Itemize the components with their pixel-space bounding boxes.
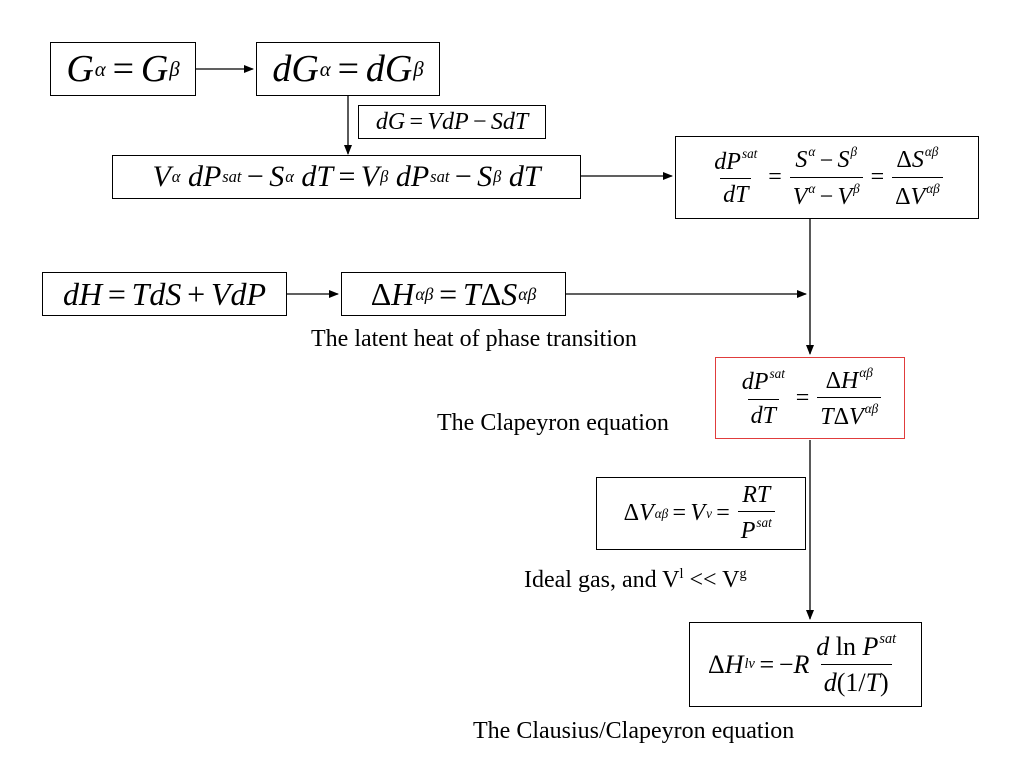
caption-ideal-gas: Ideal gas, and Vl << Vg bbox=[524, 566, 747, 594]
caption-ideal-gas-prefix: Ideal gas, and V bbox=[524, 567, 680, 593]
equation-fundamental-g: dG=VdP−SdT bbox=[358, 105, 546, 139]
equation-enthalpy-diff: dH=TdS+VdP bbox=[42, 272, 287, 316]
caption-latent-heat: The latent heat of phase transition bbox=[311, 326, 637, 352]
caption-ideal-gas-sup-g: g bbox=[739, 566, 747, 582]
caption-clausius-clapeyron: The Clausius/Clapeyron equation bbox=[473, 718, 795, 744]
caption-ideal-gas-sup-l: l bbox=[679, 566, 684, 582]
caption-clapeyron: The Clapeyron equation bbox=[437, 410, 669, 436]
caption-ideal-gas-mid: << V bbox=[683, 567, 740, 593]
